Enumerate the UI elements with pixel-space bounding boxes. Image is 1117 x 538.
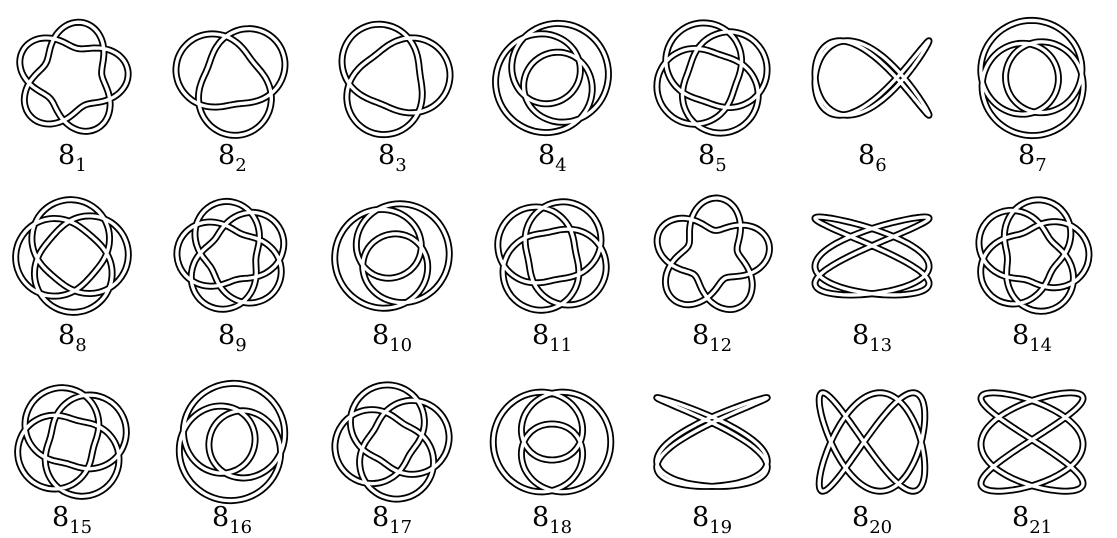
knot-label: 817: [372, 504, 412, 537]
knot-strand-outline: [335, 385, 449, 499]
knot-crossing-number: 8: [692, 502, 709, 533]
knot-diagram: [480, 367, 624, 517]
knot-cell: 820: [800, 0, 944, 537]
knot-diagram: [640, 367, 784, 517]
knot-strand-outline: [819, 393, 925, 491]
knot-cell: 819: [640, 0, 784, 537]
knot-label: 821: [1012, 504, 1052, 537]
knot-cell: 817: [320, 0, 464, 537]
knot-cell: 816: [160, 0, 304, 537]
knot-crossing-number: 8: [212, 502, 229, 533]
knot-diagram: [320, 367, 464, 517]
knot-index: 20: [869, 517, 892, 538]
knot-strand-outline: [657, 398, 767, 487]
knot-label: 816: [212, 504, 252, 537]
knot-label: 819: [692, 504, 732, 537]
knot-label: 818: [532, 504, 572, 537]
knot-crossing-number: 8: [372, 502, 389, 533]
knot-crossing-number: 8: [52, 502, 69, 533]
knot-label: 815: [52, 504, 92, 537]
knot-index: 15: [69, 517, 92, 538]
knot-cell: 815: [0, 0, 144, 537]
knot-diagram: [0, 367, 144, 517]
knot-crossing-number: 8: [532, 502, 549, 533]
knot-crossing-number: 8: [852, 502, 869, 533]
knot-strand-outline: [981, 393, 1083, 491]
knot-index: 19: [709, 517, 732, 538]
knot-cell: 821: [960, 0, 1104, 537]
knot-diagram: [160, 367, 304, 517]
knot-index: 16: [229, 517, 252, 538]
knot-label: 820: [852, 504, 892, 537]
knot-strand-outline: [18, 388, 127, 497]
knot-strand-outline: [493, 392, 611, 492]
knot-index: 18: [549, 517, 572, 538]
knot-index: 17: [389, 517, 412, 538]
knot-diagram: [800, 367, 944, 517]
knot-index: 21: [1029, 517, 1052, 538]
knot-strand-core: [335, 385, 449, 499]
knot-diagram: [960, 367, 1104, 517]
knot-cell: 818: [480, 0, 624, 537]
knot-crossing-number: 8: [1012, 502, 1029, 533]
